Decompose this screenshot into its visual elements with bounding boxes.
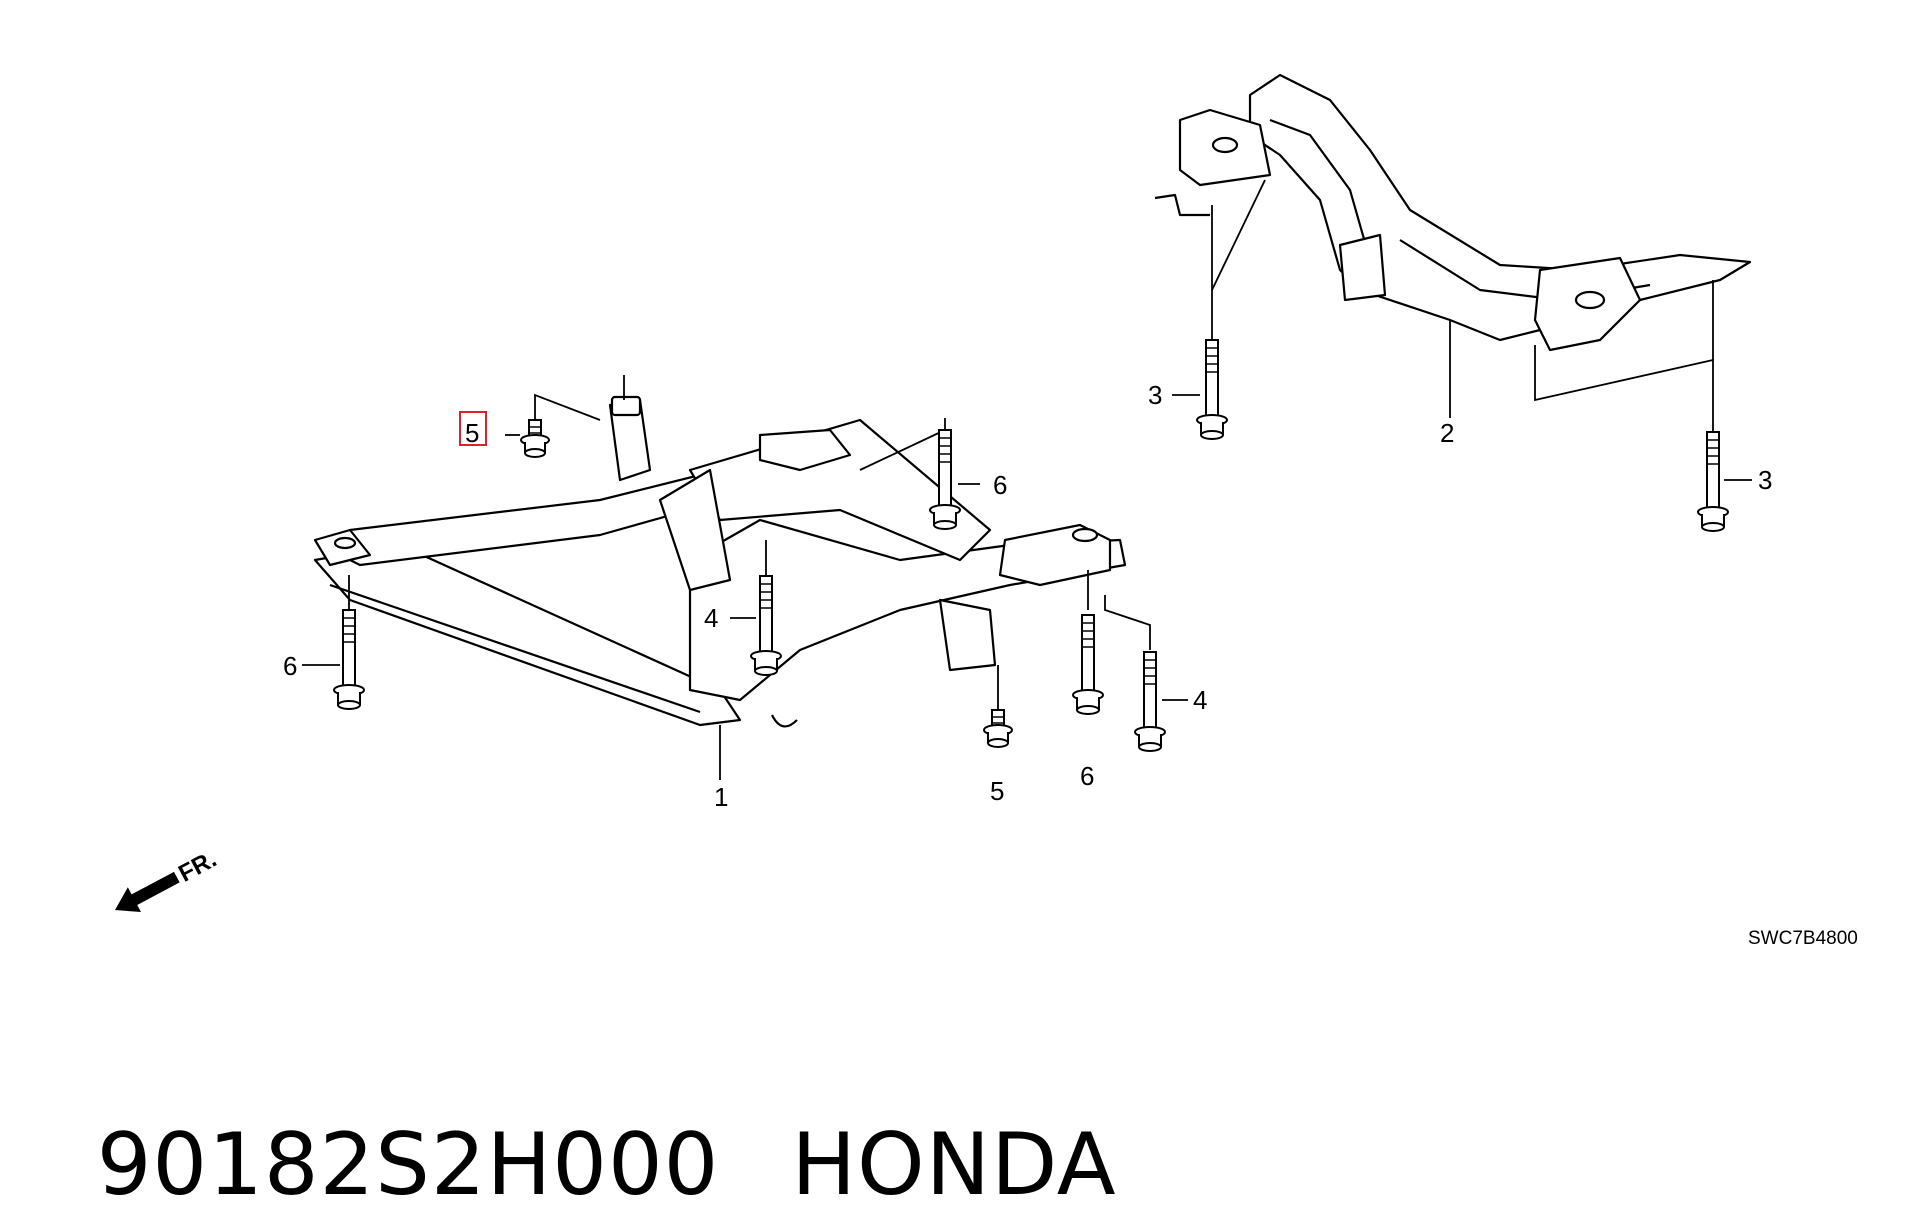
leader-lines [302,179,1752,780]
direction-label: FR. [174,846,221,888]
callout-6-left: 6 [283,651,297,681]
callout-2: 2 [1440,418,1454,448]
callout-5-top: 5 [465,418,479,448]
callout-3-left: 3 [1148,380,1162,410]
callout-4-right: 4 [1193,685,1207,715]
diagram-code: SWC7B4800 [1748,928,1858,949]
callouts: 1 2 3 3 4 4 5 5 6 6 6 [283,380,1772,812]
bolt-3-right [1697,431,1729,532]
callout-5-bottom: 5 [990,776,1004,806]
bolt-6-bottom [1072,614,1104,715]
part-number: 90182S2H000 [96,1115,720,1215]
callout-6-right-upper: 6 [993,470,1007,500]
bolt-3-left [1196,339,1228,440]
bolt-5-top [520,419,550,458]
callout-6-bottom: 6 [1080,761,1094,791]
parts-diagram: 1 2 3 3 4 4 5 5 6 6 6 FR. SWC7B4800 [115,73,1858,949]
front-subframe [313,395,1127,728]
bolt-4-right [1134,651,1166,752]
callout-1: 1 [714,782,728,812]
brand-name: HONDA [791,1115,1117,1215]
bolt-6-right-upper [929,429,961,530]
front-direction-arrow: FR. [115,846,221,913]
callout-4-mid: 4 [704,603,718,633]
rear-subframe [1154,73,1752,352]
callout-3-right: 3 [1758,465,1772,495]
footer-caption: 90182S2H000 HONDA [40,1015,1117,1215]
bolt-6-left [333,609,365,710]
bolt-5-bottom [983,709,1013,748]
callout-highlight-box [459,411,487,446]
